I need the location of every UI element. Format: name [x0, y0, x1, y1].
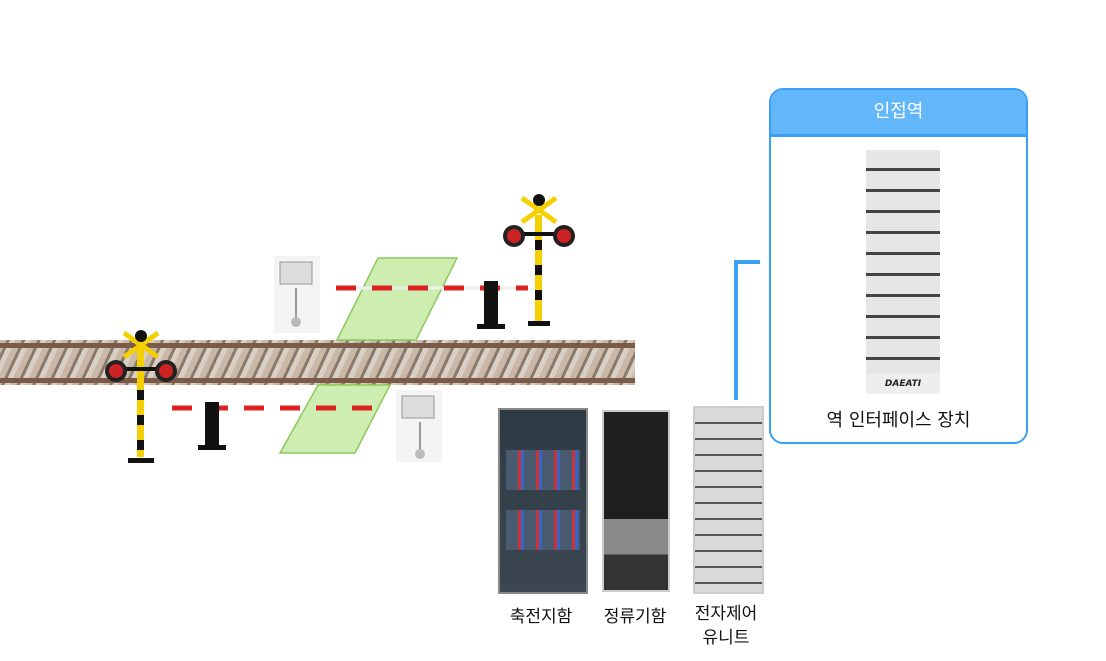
electronic-control-unit-image: [693, 406, 764, 594]
barrier-upper: [336, 281, 528, 329]
adjacent-station-panel: 인접역 DAEATI 역 인터페이스 장치: [769, 88, 1028, 444]
train-detector-lower: [396, 390, 442, 462]
battery-cabinet-image: [498, 408, 588, 594]
rail-bottom: [0, 378, 635, 383]
level-crossing-scene: [105, 194, 760, 463]
rectifier-cabinet-image: [602, 410, 670, 592]
station-interface-device-image: DAEATI: [866, 150, 940, 394]
rail-top: [0, 343, 635, 348]
battery-cabinet-label: 축전지함: [509, 607, 573, 627]
adjacent-station-title: 인접역: [771, 90, 1026, 137]
station-interface-device-label: 역 인터페이스 장치: [826, 410, 971, 431]
barrier-lower: [172, 402, 382, 450]
crossing-signal-upper: [503, 194, 575, 326]
electronic-control-unit-label: 전자제어 유니트: [694, 604, 758, 648]
crossing-zone-upper: [335, 257, 459, 341]
brand-logo: DAEATI: [866, 374, 940, 394]
train-detector-upper: [274, 256, 320, 333]
crossing-signal-lower: [105, 330, 177, 463]
rectifier-cabinet-label: 정류기함: [603, 607, 667, 627]
connection-arrow: [734, 260, 760, 400]
crossing-zone-lower: [278, 384, 392, 454]
